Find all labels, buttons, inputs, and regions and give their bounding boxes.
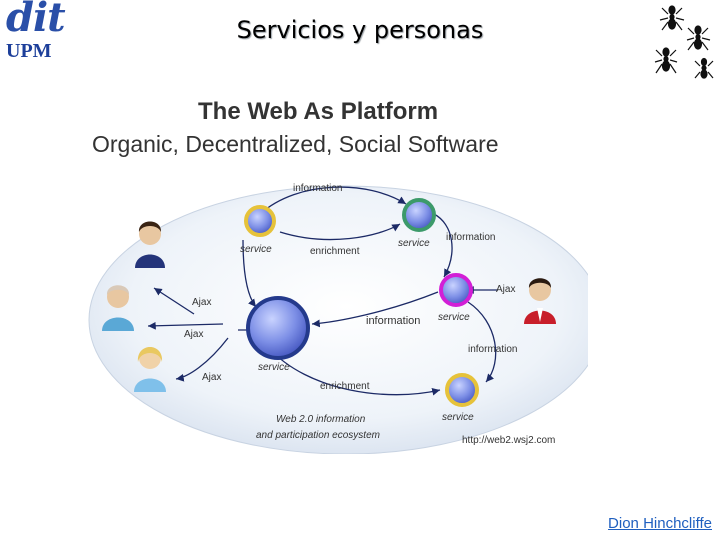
connection-line xyxy=(242,239,257,308)
connection-line xyxy=(433,213,453,278)
label-enrichment-bottom: enrichment xyxy=(320,381,370,392)
connection-line xyxy=(175,337,229,382)
label-ajax-left-1: Ajax xyxy=(192,297,211,308)
label-service-magenta: service xyxy=(438,312,470,323)
service-node-top-mid xyxy=(402,198,436,232)
service-node-magenta xyxy=(439,273,473,307)
label-information-top: information xyxy=(293,183,342,194)
label-ecosystem-line1: Web 2.0 information xyxy=(276,414,366,425)
connection-line xyxy=(147,321,224,330)
ant-icon xyxy=(686,25,711,51)
service-node-bottom xyxy=(445,373,479,407)
service-node-top-left xyxy=(244,205,276,237)
connection-line xyxy=(259,186,407,215)
ant-icon xyxy=(694,57,714,79)
logo-upm-text: UPM xyxy=(6,40,52,62)
label-information-right-low: information xyxy=(468,344,517,355)
label-service-top-mid: service xyxy=(398,238,430,249)
connection-line xyxy=(467,301,497,383)
ant-icon xyxy=(659,5,685,31)
credit-link[interactable]: Dion Hinchcliffe xyxy=(608,515,712,532)
person-icon xyxy=(134,347,166,392)
figure-title: The Web As Platform xyxy=(198,98,438,125)
connection-line xyxy=(279,223,401,241)
figure-subtitle: Organic, Decentralized, Social Software xyxy=(92,131,499,157)
person-icon xyxy=(135,221,165,268)
dit-upm-logo: dit UPM xyxy=(2,0,66,64)
label-information-right-top: information xyxy=(446,232,495,243)
label-ajax-left-3: Ajax xyxy=(202,372,221,383)
person-icon xyxy=(102,285,134,331)
label-ecosystem-line2: and participation ecosystem xyxy=(256,430,380,441)
label-information-center: information xyxy=(366,315,420,327)
slide-title: Servicios y personas xyxy=(236,16,484,44)
label-ajax-left-2: Ajax xyxy=(184,329,203,340)
label-enrichment-top: enrichment xyxy=(310,246,360,257)
label-url: http://web2.wsj2.com xyxy=(462,435,555,446)
ants-decoration xyxy=(654,5,714,79)
label-service-bottom: service xyxy=(442,412,474,423)
label-ajax-right: Ajax xyxy=(496,284,515,295)
service-node-central xyxy=(246,296,310,360)
label-service-big: service xyxy=(258,362,290,373)
web-as-platform-diagram: The Web As Platform Organic, Decentraliz… xyxy=(88,98,588,454)
label-service-top-left: service xyxy=(240,244,272,255)
connection-line xyxy=(311,291,439,328)
connection-line xyxy=(153,287,195,315)
person-icon xyxy=(524,278,556,324)
logo-dit-text: dit xyxy=(6,0,66,41)
ant-icon xyxy=(654,47,678,74)
connection-line xyxy=(267,346,441,396)
